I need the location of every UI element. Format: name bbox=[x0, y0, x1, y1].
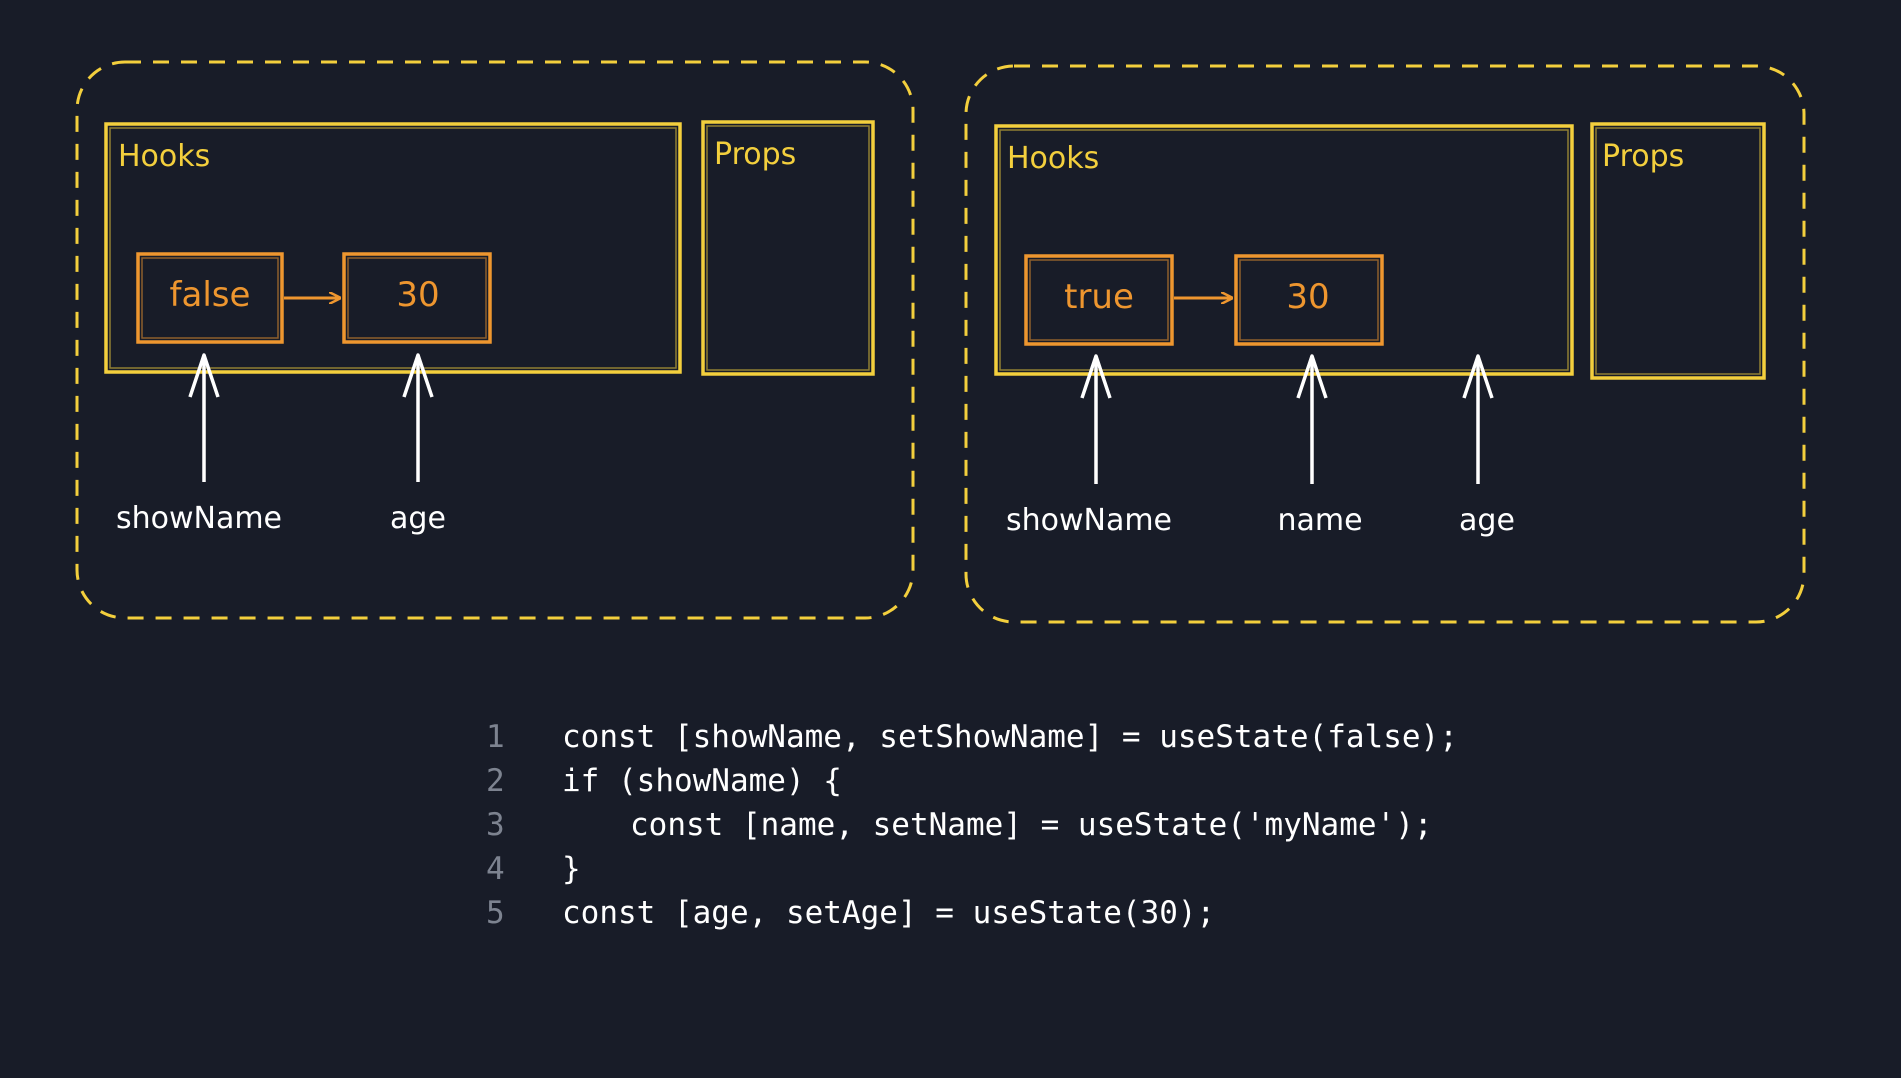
code-line: 4 } bbox=[486, 847, 1458, 891]
pointer-age: age bbox=[390, 353, 446, 536]
hook-node-age-value: 30 bbox=[342, 252, 492, 344]
code-line: 3 const [name, setName] = useState('myNa… bbox=[486, 803, 1458, 847]
component-dashed-border bbox=[75, 60, 915, 620]
line-number: 5 bbox=[486, 895, 505, 931]
line-number: 4 bbox=[486, 851, 505, 887]
pointer-name: name bbox=[1277, 354, 1363, 538]
hooks-label: Hooks bbox=[118, 139, 210, 174]
code-text: const [showName, setShowName] = useState… bbox=[562, 719, 1458, 755]
code-line: 2 if (showName) { bbox=[486, 759, 1458, 803]
component-panel-before: Hooks Props false 30 showName age bbox=[75, 60, 915, 620]
hook-node-value: true bbox=[1064, 277, 1134, 317]
line-number: 1 bbox=[486, 719, 505, 755]
code-text: const [name, setName] = useState('myName… bbox=[630, 807, 1433, 843]
code-text: } bbox=[562, 851, 581, 887]
pointer-label: age bbox=[1459, 503, 1515, 538]
hooks-box: Hooks bbox=[994, 124, 1574, 376]
hook-node-value: false bbox=[170, 275, 251, 315]
hook-node-age-value: 30 bbox=[1234, 254, 1384, 346]
pointer-showname: showName bbox=[116, 353, 282, 536]
props-box: Props bbox=[1590, 122, 1766, 380]
line-number: 3 bbox=[486, 807, 505, 843]
pointer-label: age bbox=[390, 501, 446, 536]
hooks-box: Hooks bbox=[104, 122, 682, 374]
props-label: Props bbox=[714, 137, 796, 172]
pointer-label: showName bbox=[1006, 503, 1172, 538]
code-snippet: 1 const [showName, setShowName] = useSta… bbox=[486, 715, 1458, 935]
code-line: 1 const [showName, setShowName] = useSta… bbox=[486, 715, 1458, 759]
code-text: const [age, setAge] = useState(30); bbox=[562, 895, 1216, 931]
hook-node-showname-value: true bbox=[1024, 254, 1174, 346]
hook-node-value: 30 bbox=[1286, 277, 1329, 317]
code-text: if (showName) { bbox=[562, 763, 842, 799]
pointer-label: showName bbox=[116, 501, 282, 536]
line-number: 2 bbox=[486, 763, 505, 799]
props-label: Props bbox=[1602, 139, 1684, 174]
hook-node-value: 30 bbox=[396, 275, 439, 315]
code-line: 5 const [age, setAge] = useState(30); bbox=[486, 891, 1458, 935]
hook-node-showname-value: false bbox=[136, 252, 284, 344]
pointer-showname: showName bbox=[1006, 354, 1172, 538]
pointer-age: age bbox=[1459, 354, 1515, 538]
hooks-label: Hooks bbox=[1007, 141, 1099, 176]
pointer-label: name bbox=[1277, 503, 1362, 538]
component-dashed-border bbox=[964, 64, 1806, 624]
props-box: Props bbox=[701, 120, 875, 376]
component-panel-after: Hooks Props true 30 showName name bbox=[964, 64, 1806, 624]
